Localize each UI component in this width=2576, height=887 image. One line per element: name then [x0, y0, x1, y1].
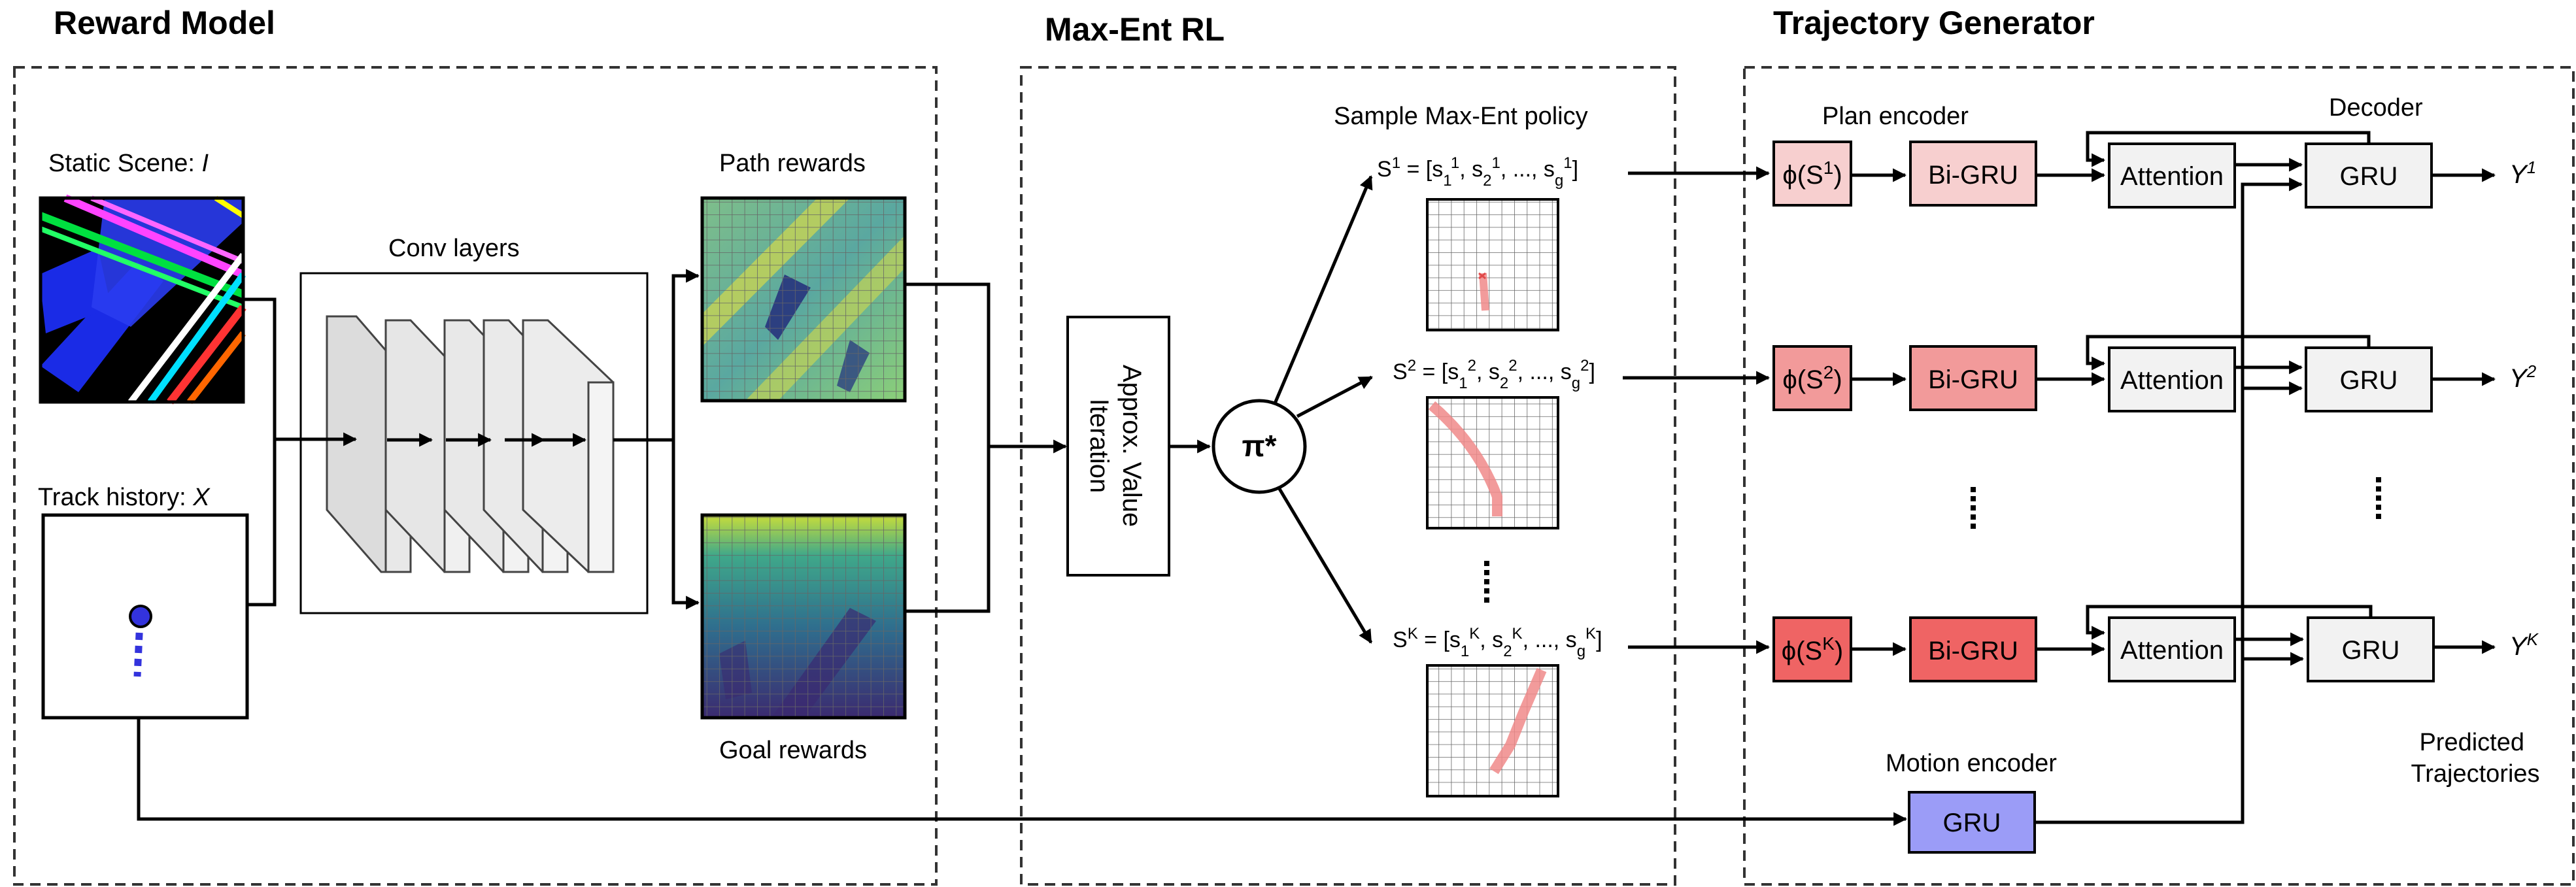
bigru-label-k: Bi-GRU: [1928, 637, 2018, 665]
maxent-rl-region: [1020, 66, 1676, 886]
sample-to-encoder-arrows: [1623, 166, 1771, 654]
row-k: ϕ(SK) Bi-GRU Attention GRU YK: [1772, 605, 2539, 682]
output-label-1: Y1: [2509, 158, 2536, 189]
reward-model-region: [13, 66, 938, 886]
policy-grid-2: [1426, 396, 1559, 529]
static-scene-image: [39, 194, 246, 405]
attention-label-k: Attention: [2120, 636, 2224, 665]
gru-box-k: [2307, 616, 2435, 682]
sample-k-equation: SK = [s1K, s2K, ..., sgK]: [1393, 625, 1602, 660]
gru-label-1: GRU: [2340, 162, 2398, 191]
track-history-dot: [129, 605, 152, 628]
conv-layer-stack: [326, 315, 615, 573]
track-history-trail: [133, 619, 144, 677]
attention-label-2: Attention: [2120, 366, 2224, 395]
gru-box-2: [2305, 346, 2433, 412]
trajectory-generator-title: Trajectory Generator: [1773, 5, 2095, 41]
decoder-ellipsis: [2376, 477, 2381, 519]
sample-1-equation: S1 = [s11, s21, ..., sg1]: [1377, 154, 1578, 190]
static-scene-label: Static Scene: I: [48, 150, 209, 177]
svg-text:Approx. Value: Approx. Value: [1117, 365, 1146, 527]
phi-box-2: [1772, 345, 1852, 411]
path-rewards-label: Path rewards: [719, 150, 866, 177]
maxent-rl-title: Max-Ent RL: [1045, 11, 1225, 48]
encoder-ellipsis: [1971, 487, 1976, 529]
attention-box-1: [2108, 142, 2236, 209]
sample-policy-label: Sample Max-Ent policy: [1334, 103, 1588, 130]
path-rewards-map: [700, 196, 907, 403]
phi-label-2: ϕ(S2): [1782, 362, 1842, 395]
predicted-trajectories-label: Predicted Trajectories: [2411, 729, 2539, 788]
phi-box-k: [1772, 616, 1852, 682]
motion-to-decoder-connectors: [2035, 177, 2305, 824]
conv-to-rewards-connectors: [670, 269, 700, 610]
bigru-label-2: Bi-GRU: [1928, 365, 2018, 394]
motion-encoder-label: Motion encoder: [1886, 750, 2057, 777]
attention-label-1: Attention: [2120, 162, 2224, 191]
policy-label: π*: [1242, 429, 1276, 463]
trajectory-generator-region: [1743, 66, 2575, 886]
goal-rewards-label: Goal rewards: [719, 737, 867, 764]
svg-text:Iteration: Iteration: [1085, 399, 1113, 494]
goal-rewards-map: [700, 513, 907, 720]
reward-model-title: Reward Model: [54, 5, 275, 41]
phi-label-k: ϕ(SK): [1782, 633, 1843, 666]
gru-label-2: GRU: [2340, 366, 2398, 395]
bigru-box-1: [1909, 141, 2037, 207]
phi-box-1: [1772, 141, 1852, 207]
motion-gru-label: GRU: [1943, 809, 2001, 837]
output-label-k: YK: [2509, 629, 2539, 661]
input-connectors: [137, 297, 1908, 826]
row-1: ϕ(S1) Bi-GRU Attention GRU Y1: [1772, 131, 2536, 209]
gru-label-k: GRU: [2342, 636, 2400, 665]
output-label-2: Y2: [2509, 361, 2537, 393]
conv-layers-label: Conv layers: [388, 235, 520, 262]
row-2: ϕ(S2) Bi-GRU Attention GRU Y2: [1772, 335, 2537, 412]
rewards-to-value-iteration: [905, 282, 1068, 613]
policy-node: [1212, 399, 1307, 494]
phi-label-1: ϕ(S1): [1782, 158, 1842, 190]
sample-2-equation: S2 = [s12, s22, ..., sg2]: [1393, 357, 1595, 392]
decoder-label: Decoder: [2329, 94, 2423, 122]
policy-grid-k: [1426, 664, 1559, 797]
value-iteration-label: Approx. Value Iteration: [1085, 365, 1146, 527]
track-history-label: Track history: X: [38, 484, 211, 511]
policy-sample-arrows: [1273, 175, 1373, 644]
bigru-label-1: Bi-GRU: [1928, 161, 2018, 190]
attention-box-2: [2108, 346, 2236, 412]
policy-grid-1: [1426, 198, 1559, 331]
attention-box-k: [2108, 616, 2236, 682]
plan-encoder-label: Plan encoder: [1822, 103, 1969, 130]
policy-ellipsis: [1484, 561, 1489, 603]
